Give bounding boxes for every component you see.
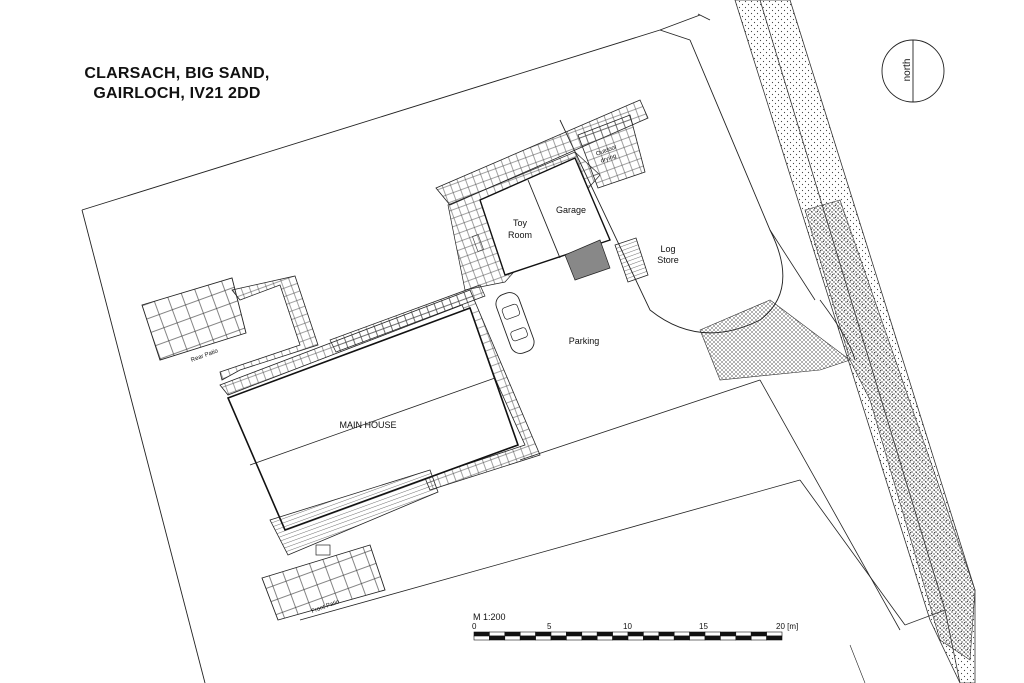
page-title: CLARSACH, BIG SAND, GAIRLOCH, IV21 2DD xyxy=(62,64,292,104)
scale-segment-bottom xyxy=(550,635,567,641)
rear-patio xyxy=(141,275,319,381)
scale-segment-bottom xyxy=(489,635,506,641)
scale-segment-bottom xyxy=(750,635,767,641)
scale-ratio: M 1:200 xyxy=(473,612,506,622)
scale-segment-bottom xyxy=(735,635,752,641)
scale-segment-bottom xyxy=(519,635,536,641)
outdoor-drying-area xyxy=(577,114,646,189)
scale-segment-top xyxy=(689,631,706,637)
north-arrow: north xyxy=(881,39,945,103)
scale-segment-bottom xyxy=(566,635,583,641)
north-label: north xyxy=(902,59,913,82)
scale-segment-top xyxy=(750,631,767,637)
scale-segment-top xyxy=(566,631,583,637)
scale-segment-bottom xyxy=(673,635,690,641)
log-store-label-2: Store xyxy=(657,255,679,265)
scale-segment-bottom xyxy=(720,635,737,641)
scale-segment-top xyxy=(658,631,675,637)
scale-segment-bottom xyxy=(766,635,783,641)
scale-segment-top xyxy=(612,631,629,637)
scale-segment-top xyxy=(473,631,490,637)
toy-room-label-2: Room xyxy=(508,230,532,240)
scale-tick-20: 20 [m] xyxy=(776,622,798,631)
scale-segment-top xyxy=(720,631,737,637)
scale-segment-top xyxy=(627,631,644,637)
scale-segment-bottom xyxy=(643,635,660,641)
garage-label: Garage xyxy=(556,205,586,215)
scale-segment-top xyxy=(550,631,567,637)
scale-segment-bottom xyxy=(612,635,629,641)
scale-segment-top xyxy=(704,631,721,637)
scale-segment-top xyxy=(643,631,660,637)
scale-segment-top xyxy=(535,631,552,637)
scale-segment-bottom xyxy=(535,635,552,641)
main-house-label: MAIN HOUSE xyxy=(339,420,396,430)
log-store xyxy=(614,237,649,283)
main-house xyxy=(226,306,520,556)
scale-segment-bottom xyxy=(581,635,598,641)
scale-segment-bottom xyxy=(596,635,613,641)
scale-tick-15: 15 xyxy=(699,622,708,631)
scale-segment-bottom xyxy=(658,635,675,641)
scale-segment-top xyxy=(489,631,506,637)
scale-tick-0: 0 xyxy=(472,622,477,631)
scale-segment-bottom xyxy=(473,635,490,641)
log-store-label-1: Log xyxy=(660,244,675,254)
scale-segment-bottom xyxy=(704,635,721,641)
front-patio xyxy=(261,544,386,621)
outdoor-label-2: drying xyxy=(600,153,617,164)
outbuilding xyxy=(435,99,649,291)
title-line-2: GAIRLOCH, IV21 2DD xyxy=(93,85,261,102)
scale-segment-bottom xyxy=(627,635,644,641)
scale-segment-bottom xyxy=(689,635,706,641)
car-icon xyxy=(495,292,535,354)
plot-boundary xyxy=(81,13,906,683)
scale-segment-top xyxy=(581,631,598,637)
scale-segment-top xyxy=(504,631,521,637)
scale-tick-5: 5 xyxy=(547,622,552,631)
scale-tick-10: 10 xyxy=(623,622,632,631)
scale-segment-bottom xyxy=(504,635,521,641)
parking-label: Parking xyxy=(569,336,600,346)
road xyxy=(699,0,976,683)
scale-segment-top xyxy=(766,631,783,637)
scale-segment-top xyxy=(673,631,690,637)
scale-segment-top xyxy=(735,631,752,637)
scale-segment-top xyxy=(519,631,536,637)
scale-segment-top xyxy=(596,631,613,637)
rear-patio-label: Rear Patio xyxy=(190,348,219,364)
scale-bar: M 1:200 0 5 10 15 20 [m] xyxy=(472,612,798,641)
toy-room-label-1: Toy xyxy=(513,218,528,228)
title-line-1: CLARSACH, BIG SAND, xyxy=(84,65,270,82)
